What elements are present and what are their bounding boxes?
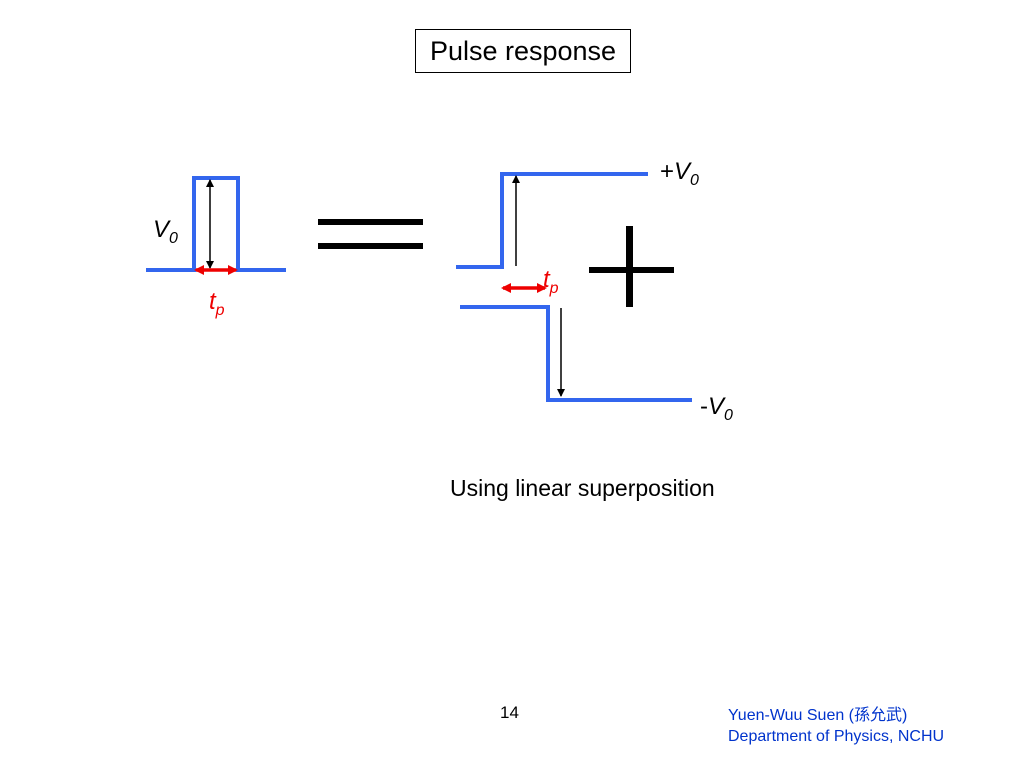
step-delay-subscript: p [549,280,559,297]
equals-sign-top-bar [318,219,423,225]
step-down-height-sign: - [700,393,708,420]
pulse-height-subscript: 0 [169,230,178,247]
superposition-caption: Using linear superposition [450,475,715,501]
step-up-height-subscript: 0 [690,172,699,189]
step-up-height-symbol: V [674,158,691,185]
author-name: Yuen-Wuu Suen (孫允武) [728,707,908,724]
step-down-height-subscript: 0 [724,407,733,424]
pulse-height-label: V0 [153,216,178,247]
equals-sign-bottom-bar [318,243,423,249]
plus-sign-vertical [626,226,633,307]
negative-step-waveform [460,305,692,402]
step-down-height-label: -V0 [700,393,733,424]
step-up-height-sign: + [660,158,675,185]
page-number: 14 [500,703,519,722]
pulse-width-subscript: p [215,302,225,319]
author-footer: Yuen-Wuu Suen (孫允武) Department of Physic… [728,705,944,747]
slide-title: Pulse response [415,29,631,73]
author-department: Department of Physics, NCHU [728,728,945,745]
step-down-height-symbol: V [708,393,725,420]
pulse-height-symbol: V [153,216,170,243]
step-up-height-label: +V0 [660,158,699,189]
pulse-width-label: tp [209,288,225,319]
pulse-width-symbol: t [209,288,216,315]
positive-step-waveform [456,172,648,269]
step-delay-label: tp [543,266,559,297]
step-delay-symbol: t [543,266,550,293]
pulse-waveform [146,176,286,272]
